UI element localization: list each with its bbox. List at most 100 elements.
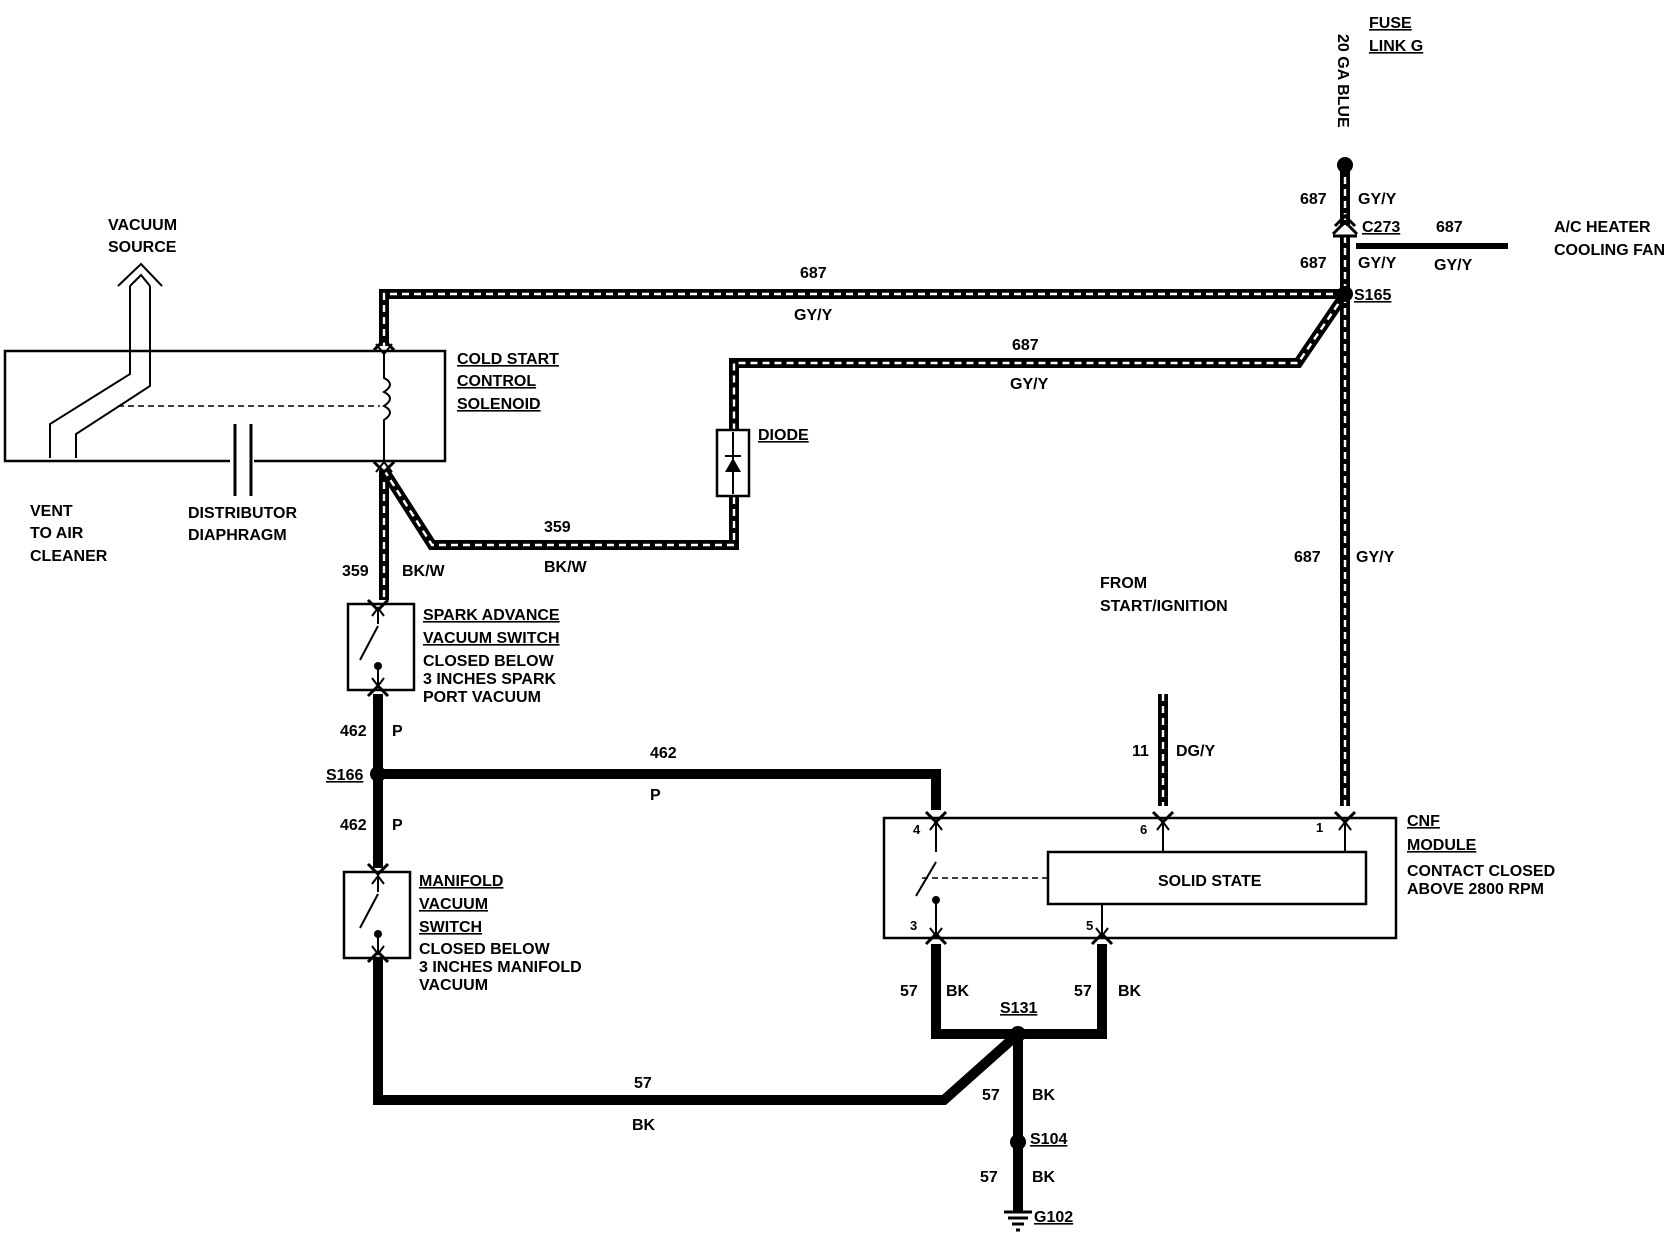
vacuum-source-line1: VACUUM bbox=[108, 217, 177, 234]
cold-start-line3: SOLENOID bbox=[457, 396, 541, 413]
cnf-line3: CONTACT CLOSED bbox=[1407, 863, 1555, 880]
pin-4-label: 4 bbox=[913, 822, 921, 837]
wire-gyy-label-top: GY/Y bbox=[794, 307, 833, 324]
wire-359-label-diode: 359 bbox=[544, 519, 571, 536]
wire-687-label-1: 687 bbox=[1300, 191, 1327, 208]
connector-chevrons bbox=[366, 213, 1357, 964]
wires bbox=[373, 165, 1508, 1212]
s165-dot bbox=[1337, 286, 1353, 302]
wire-gyy-label-2: GY/Y bbox=[1358, 255, 1397, 272]
wire-gyy-label-vert: GY/Y bbox=[1356, 549, 1395, 566]
wire-11-label: 11 bbox=[1132, 743, 1149, 760]
s166-dot bbox=[370, 766, 386, 782]
manifold-line5: 3 INCHES MANIFOLD bbox=[419, 959, 582, 976]
wire-462-label-2: 462 bbox=[340, 817, 367, 834]
wire-687-label-mid: 687 bbox=[1012, 337, 1039, 354]
wire-p-label-1: P bbox=[392, 723, 403, 740]
wire-bkw-label-down: BK/W bbox=[402, 563, 446, 580]
wire-bk-label-s104: BK bbox=[1032, 1087, 1056, 1104]
wire-687-label-vert: 687 bbox=[1294, 549, 1321, 566]
manifold-line4: CLOSED BELOW bbox=[419, 941, 551, 958]
wire-bkw-label-diode: BK/W bbox=[544, 559, 588, 576]
wire-bk-label-cnf5: BK bbox=[1118, 983, 1142, 1000]
manifold-line1: MANIFOLD bbox=[419, 873, 503, 890]
manifold-line2: VACUUM bbox=[419, 896, 488, 913]
vacuum-hoses bbox=[49, 262, 380, 458]
wire-dgy-label: DG/Y bbox=[1176, 743, 1215, 760]
wire-57-label-bottom: 57 bbox=[634, 1075, 652, 1092]
fuse-link-g-label: LINK G bbox=[1369, 38, 1423, 55]
solid-state-label: SOLID STATE bbox=[1158, 873, 1262, 890]
wire-57-label-s104: 57 bbox=[982, 1087, 1000, 1104]
wire-57-manifold bbox=[373, 958, 1022, 1105]
pin-6-label: 6 bbox=[1140, 822, 1147, 837]
wire-57-label-cnf5: 57 bbox=[1074, 983, 1092, 1000]
cold-start-solenoid-housing bbox=[3, 349, 447, 463]
wire-bk-label-g102: BK bbox=[1032, 1169, 1056, 1186]
pin-5-label: 5 bbox=[1086, 918, 1093, 933]
from-line2: START/IGNITION bbox=[1100, 598, 1228, 615]
splice-dots bbox=[370, 157, 1353, 1150]
s166-label: S166 bbox=[326, 767, 363, 784]
manifold-vacuum-switch bbox=[342, 870, 412, 960]
cnf-module bbox=[882, 816, 1398, 940]
distributor-diaphragm bbox=[230, 424, 254, 496]
wire-359-diode bbox=[379, 467, 739, 550]
cnf-line4: ABOVE 2800 RPM bbox=[1407, 881, 1544, 898]
spark-line1: SPARK ADVANCE bbox=[423, 607, 560, 624]
ac-line2: COOLING FAN bbox=[1554, 242, 1665, 259]
vent-line3: CLEANER bbox=[30, 548, 108, 565]
s131-label: S131 bbox=[1000, 1000, 1037, 1017]
wire-687-label-top: 687 bbox=[800, 265, 827, 282]
g102-label: G102 bbox=[1034, 1209, 1073, 1226]
spark-line3: CLOSED BELOW bbox=[423, 653, 555, 670]
fuse-link-dot bbox=[1337, 157, 1353, 173]
wire-462-label-cnf: 462 bbox=[650, 745, 677, 762]
wire-57-label-g102: 57 bbox=[980, 1169, 998, 1186]
wire-p-label-2: P bbox=[392, 817, 403, 834]
diode-icon bbox=[715, 428, 751, 498]
s165-label: S165 bbox=[1354, 287, 1391, 304]
s104-label: S104 bbox=[1030, 1131, 1067, 1148]
ac-line1: A/C HEATER bbox=[1554, 219, 1651, 236]
s131-dot bbox=[1010, 1026, 1026, 1042]
fuse-label: FUSE bbox=[1369, 15, 1412, 32]
spark-advance-switch bbox=[346, 602, 416, 692]
spark-line2: VACUUM SWITCH bbox=[423, 630, 560, 647]
wire-687-label-ac: 687 bbox=[1436, 219, 1463, 236]
wire-gyy-label-ac: GY/Y bbox=[1434, 257, 1473, 274]
wire-gyy-label-mid: GY/Y bbox=[1010, 376, 1049, 393]
cnf-line1: CNF bbox=[1407, 813, 1440, 830]
c273-connector-icon bbox=[1331, 219, 1359, 238]
diode-label: DIODE bbox=[758, 427, 809, 444]
cnf-line2: MODULE bbox=[1407, 837, 1477, 854]
vacuum-source-line2: SOURCE bbox=[108, 239, 177, 256]
from-line1: FROM bbox=[1100, 575, 1147, 592]
wire-bk-label-cnf3: BK bbox=[946, 983, 970, 1000]
spark-line5: PORT VACUUM bbox=[423, 689, 541, 706]
solenoid-coil-icon bbox=[375, 343, 393, 473]
pin-3-label: 3 bbox=[910, 918, 917, 933]
spark-line4: 3 INCHES SPARK bbox=[423, 671, 557, 688]
vent-line1: VENT bbox=[30, 503, 73, 520]
wire-bk-label-bottom: BK bbox=[632, 1117, 656, 1134]
labels: FUSE LINK G 20 GA BLUE VACUUM SOURCE VEN… bbox=[30, 15, 1665, 1226]
ground-icon bbox=[1004, 1210, 1032, 1232]
vent-line2: TO AIR bbox=[30, 525, 84, 542]
wire-p-label-cnf: P bbox=[650, 787, 661, 804]
wire-687-top bbox=[379, 289, 1345, 346]
manifold-line6: VACUUM bbox=[419, 977, 488, 994]
wire-687-diode bbox=[729, 291, 1350, 432]
cold-start-line1: COLD START bbox=[457, 351, 559, 368]
wire-462-cnf bbox=[378, 769, 941, 810]
wire-359-label-down: 359 bbox=[342, 563, 369, 580]
wire-462-label-1: 462 bbox=[340, 723, 367, 740]
cold-start-line2: CONTROL bbox=[457, 373, 536, 390]
c273-label: C273 bbox=[1362, 219, 1400, 236]
distributor-line2: DIAPHRAGM bbox=[188, 527, 287, 544]
wire-57-label-cnf3: 57 bbox=[900, 983, 918, 1000]
pin-1-label: 1 bbox=[1316, 820, 1323, 835]
manifold-line3: SWITCH bbox=[419, 919, 482, 936]
wire-gyy-label-1: GY/Y bbox=[1358, 191, 1397, 208]
